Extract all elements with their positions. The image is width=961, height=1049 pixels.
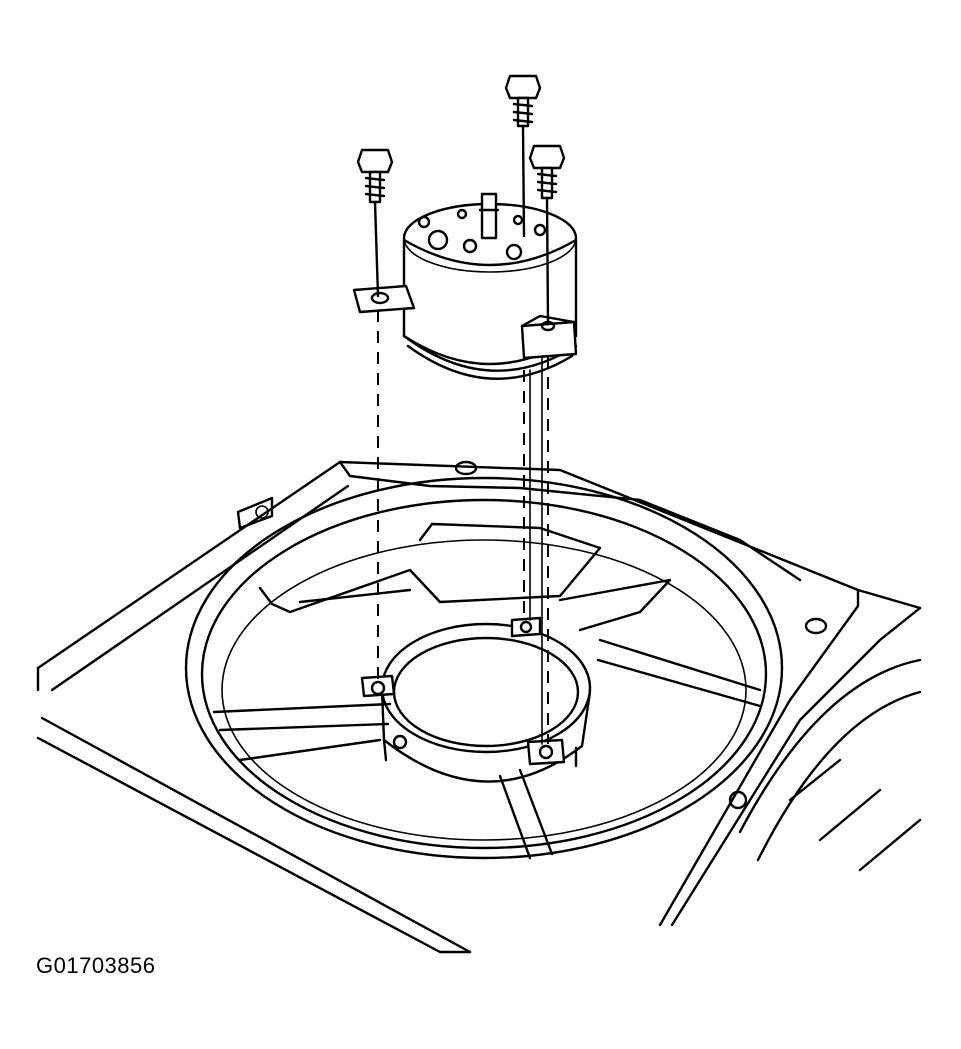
blower-motor [352, 192, 578, 380]
screw-left [356, 148, 394, 298]
figure-id-label: G01703856 [36, 953, 156, 978]
alignment-lines [377, 310, 549, 745]
screw-center [504, 74, 542, 238]
blower-housing [36, 460, 922, 954]
mounting-ring [360, 616, 592, 783]
adjacent-housing [728, 658, 922, 872]
screw-right [528, 144, 566, 324]
fan-blades [212, 522, 762, 860]
fan-shroud [184, 476, 784, 860]
